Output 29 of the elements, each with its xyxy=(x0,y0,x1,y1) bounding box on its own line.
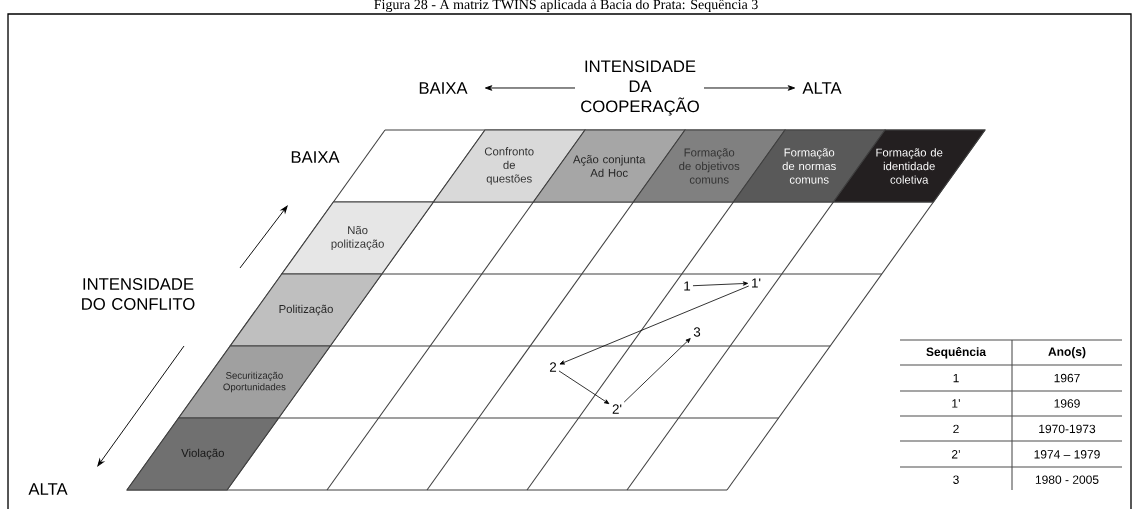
table-cell: 1’ xyxy=(952,399,960,408)
table-cell: 1974 – 1979 xyxy=(1034,450,1100,459)
sequence-marker: 3 xyxy=(693,327,701,337)
table-cell: 3 xyxy=(953,475,959,484)
axis-title: INTENSIDADE DO CONFLITO xyxy=(82,278,195,310)
arrow xyxy=(623,338,691,403)
figure-title: Figura 28 - A matriz TWINS aplicada à Bacia do Prata: Sequência 3 xyxy=(374,0,758,12)
axis-label: BAIXA xyxy=(419,82,468,94)
table-cell: 1969 xyxy=(1054,399,1080,408)
axis-label: ALTA xyxy=(802,82,842,94)
arrow xyxy=(558,370,610,405)
table-cell: 1967 xyxy=(1054,373,1080,383)
sequence-marker: 2 xyxy=(549,362,557,372)
sequence-marker: 1 xyxy=(684,281,691,291)
table-cell: Ano(s) xyxy=(1048,347,1086,359)
table-cell: 1980 - 2005 xyxy=(1035,475,1099,484)
table-cell: 1 xyxy=(953,373,959,383)
table-cell: 1970-1973 xyxy=(1039,424,1096,434)
arrow xyxy=(692,281,749,287)
row-header-cell: Politização xyxy=(229,273,383,347)
arrow xyxy=(559,285,750,365)
axis-title: INTENSIDADE DA COOPERAÇÃO xyxy=(581,60,699,116)
table-cell: 2’ xyxy=(951,450,960,459)
table-cell: Sequência xyxy=(926,346,987,359)
table-cell: 2 xyxy=(953,424,959,434)
sequence-marker: 1' xyxy=(752,278,761,288)
axis-label: ALTA xyxy=(28,483,68,495)
sequence-marker: 2' xyxy=(612,404,622,414)
axis-label: BAIXA xyxy=(291,151,340,163)
